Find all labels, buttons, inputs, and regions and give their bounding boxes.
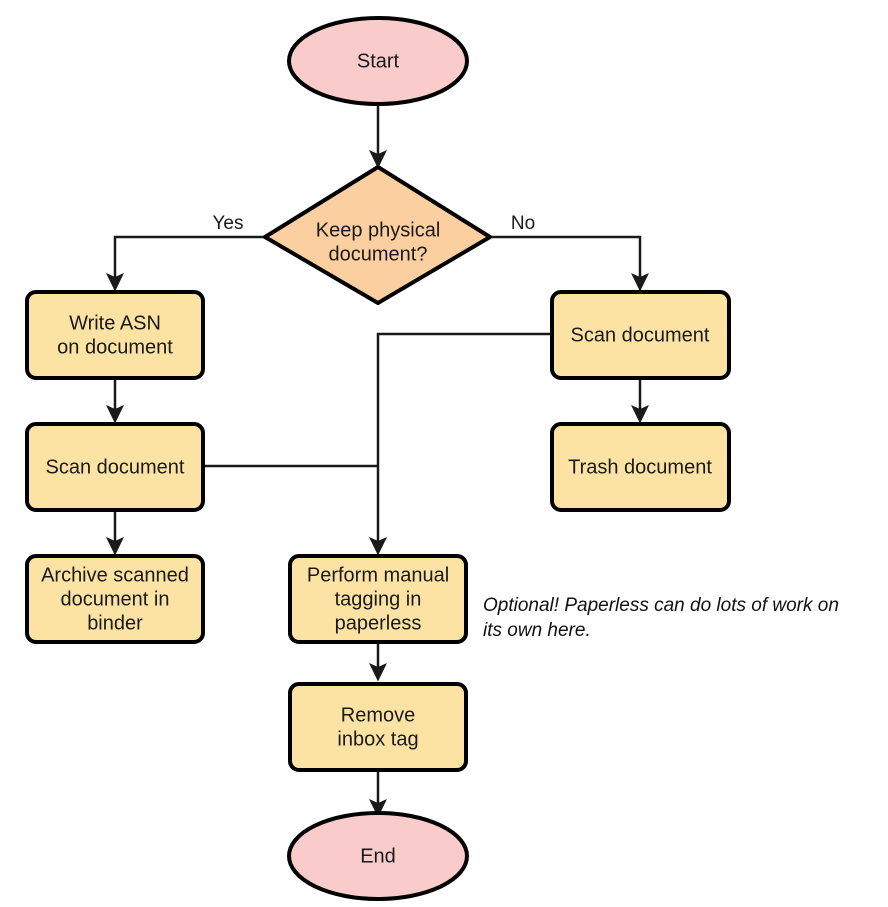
- write-asn-label-line2: on document: [57, 336, 173, 358]
- node-scan-document-right[interactable]: Scan document: [550, 290, 731, 380]
- scan-left-label: Scan document: [46, 456, 185, 478]
- start-label: Start: [357, 50, 400, 72]
- edge-labels-layer: Yes No: [213, 213, 536, 234]
- remove-inbox-label-line1: Remove: [341, 704, 415, 726]
- scan-right-rect-shape: [550, 290, 731, 380]
- write-asn-rect-shape: [25, 290, 205, 380]
- decision-label-line2: document?: [329, 243, 428, 265]
- edge-decision-yes-to-write-asn: [106, 235, 265, 292]
- node-end[interactable]: End: [287, 811, 469, 901]
- edge-label-no: No: [511, 213, 535, 234]
- node-decision-keep-physical-document[interactable]: Keep physical document?: [263, 165, 492, 305]
- tagging-rect-shape: [288, 554, 468, 644]
- edge-scan-right-to-tagging: [369, 332, 552, 556]
- write-asn-label-line1: Write ASN: [69, 312, 161, 334]
- trash-label: Trash document: [568, 456, 712, 478]
- edge-label-yes: Yes: [213, 213, 244, 234]
- node-remove-inbox-tag[interactable]: Remove inbox tag: [288, 682, 468, 772]
- annotation-line2: its own here.: [483, 620, 591, 641]
- decision-label-line1: Keep physical: [316, 219, 441, 241]
- remove-inbox-rect-shape: [288, 682, 468, 772]
- annotation-optional-note: Optional! Paperless can do lots of work …: [483, 595, 839, 641]
- node-write-asn[interactable]: Write ASN on document: [25, 290, 205, 380]
- annotation-line1: Optional! Paperless can do lots of work …: [483, 595, 839, 616]
- node-perform-manual-tagging[interactable]: Perform manual tagging in paperless: [288, 554, 468, 644]
- archive-label-line3: binder: [87, 612, 143, 634]
- node-archive-scanned-document[interactable]: Archive scanned document in binder: [25, 554, 205, 644]
- archive-label-line1: Archive scanned: [41, 564, 189, 586]
- trash-rect-shape: [550, 422, 731, 512]
- edge-decision-no-to-scan-right: [490, 235, 649, 292]
- tagging-label-line1: Perform manual: [307, 564, 449, 586]
- archive-rect-shape: [25, 554, 205, 644]
- node-trash-document[interactable]: Trash document: [550, 422, 731, 512]
- scan-right-label: Scan document: [571, 324, 710, 346]
- start-ellipse-shape: [287, 16, 469, 106]
- end-label: End: [360, 845, 396, 867]
- scan-left-rect-shape: [25, 422, 205, 512]
- tagging-label-line2: tagging in: [335, 588, 422, 610]
- edges-layer: [106, 104, 649, 818]
- node-scan-document-left[interactable]: Scan document: [25, 422, 205, 512]
- end-ellipse-shape: [287, 811, 469, 901]
- node-start[interactable]: Start: [287, 16, 469, 106]
- archive-label-line2: document in: [61, 588, 170, 610]
- decision-diamond-shape: [263, 165, 492, 305]
- remove-inbox-label-line2: inbox tag: [337, 728, 418, 750]
- tagging-label-line3: paperless: [335, 612, 422, 634]
